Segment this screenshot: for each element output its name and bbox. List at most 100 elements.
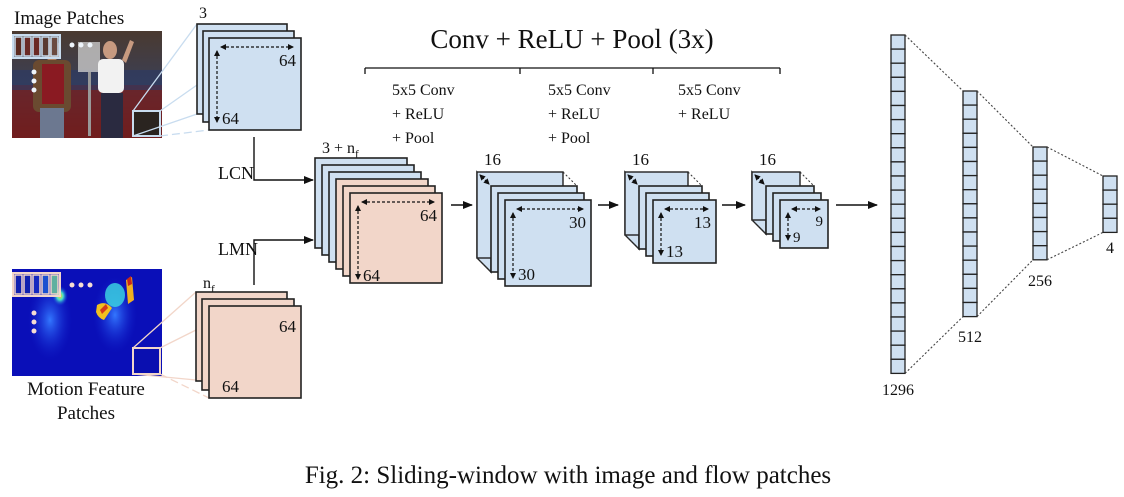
motion-channels-label: nf [203, 275, 215, 296]
fc-unit-cell [1032, 245, 1048, 261]
lcn-label: LCN [218, 163, 254, 183]
width-label: 13 [694, 213, 711, 232]
fc-unit-cell [890, 259, 906, 276]
fc-unit-cell [962, 287, 978, 304]
conv-block-dimensions: 99 [785, 206, 824, 246]
fc-unit-cell [962, 90, 978, 106]
fc-unit-cell [1032, 202, 1048, 219]
fc-unit-cell [890, 344, 906, 360]
fc-unit-cell [962, 217, 978, 233]
fc-unit-cell [962, 118, 978, 134]
depth-edge [476, 257, 492, 273]
fc-unit-cell [890, 118, 906, 135]
image-cube-front [208, 37, 302, 131]
fc-unit-cell [962, 146, 978, 163]
fc-unit-cell [890, 274, 906, 290]
fc-unit-cell [1032, 188, 1048, 205]
fc-unit-cell [890, 76, 906, 93]
fc-unit-cell [1102, 189, 1118, 205]
fc-unit-cell [890, 302, 906, 318]
stage-3-caption-line: 5x5 Conv [678, 82, 741, 99]
lmn-connector [253, 236, 314, 285]
image-projection-lines [132, 23, 210, 137]
depth-edge [799, 171, 815, 187]
motion-label-line2: Patches [57, 403, 115, 424]
combined-channels-label: 3 + nf [322, 140, 359, 161]
fc-unit-cell [962, 203, 978, 219]
image-photo [12, 31, 162, 138]
conv-block-3 [751, 170, 829, 249]
stage-3-caption-line: + ReLU [678, 106, 731, 123]
conv-block-front [504, 199, 592, 287]
fc-unit-cell [962, 132, 978, 149]
fc-units-label: 512 [958, 329, 982, 346]
width-label: 9 [816, 214, 824, 230]
stage-1-caption-line: + Pool [392, 130, 435, 147]
fc-unit-cell [890, 104, 906, 121]
fc-unit-cell [890, 330, 906, 346]
lmn-label: LMN [218, 239, 258, 259]
combined-stack-front [349, 192, 443, 284]
fc-unit-cell [962, 174, 978, 191]
fc-unit-cell [890, 245, 906, 262]
fc-unit-cell [1032, 160, 1048, 176]
fc-unit-cell [890, 147, 906, 163]
fc-unit-cell [890, 48, 906, 64]
height-label: 13 [666, 242, 683, 261]
fc-layer-4 [1102, 175, 1118, 234]
fc-unit-cell [890, 288, 906, 304]
fc-unit-cell [890, 90, 906, 107]
header-bracket [364, 67, 781, 74]
fc-unit-cell [890, 34, 906, 50]
conv-block-channels-label: 16 [632, 150, 649, 169]
fc-unit-cell [890, 316, 906, 332]
stage-2-caption-line: 5x5 Conv [548, 82, 611, 99]
motion-ellipsis-dots [31, 282, 93, 334]
width-label: 64 [279, 51, 297, 70]
depth-edge [751, 219, 767, 235]
motion-height-label: 64 [222, 377, 240, 396]
fc-connection [1046, 146, 1104, 177]
conv-block-channels-label: 16 [759, 150, 776, 169]
stage-1-caption-line: + ReLU [392, 106, 445, 123]
header-title: Conv + ReLU + Pool (3x) [430, 24, 713, 54]
fc-connection [976, 259, 1034, 317]
depth-dimension-arrow [627, 174, 638, 185]
fc-unit-cell [1102, 203, 1118, 219]
motion-patch-strips [12, 272, 61, 297]
fc-unit-cell [890, 203, 906, 219]
fc-connection [976, 90, 1034, 148]
fc-unit-cell [890, 133, 906, 149]
height-label: 64 [363, 266, 381, 285]
fc-unit-cell [1032, 216, 1048, 233]
fc-unit-cell [962, 189, 978, 205]
fc-units-label: 1296 [882, 382, 914, 399]
fc-layer-1296 [890, 34, 906, 375]
fc-unit-cell [1032, 230, 1048, 247]
width-label: 30 [569, 213, 586, 232]
fc-unit-cell [890, 189, 906, 205]
fc-layer-256 [1032, 146, 1048, 261]
motion-projection-lines [132, 291, 210, 399]
stage-1-caption-line: 5x5 Conv [392, 82, 455, 99]
stage-2-caption-line: + ReLU [548, 106, 601, 123]
height-label: 9 [793, 230, 801, 246]
fc-unit-cell [962, 231, 978, 247]
depth-dimension-arrow [754, 174, 765, 185]
fc-unit-cell [962, 259, 978, 275]
fc-unit-cell [962, 273, 978, 290]
image-patch-highlight [132, 110, 161, 137]
depth-dimension-arrow [479, 174, 490, 185]
depth-edge [687, 171, 703, 187]
fc-unit-cell [962, 301, 978, 318]
motion-cube-front [208, 305, 302, 399]
depth-edge [562, 171, 578, 187]
fc-connection [904, 316, 964, 374]
fc-unit-cell [962, 245, 978, 261]
fc-unit-cell [890, 217, 906, 234]
fc-unit-cell [1102, 175, 1118, 191]
fc-connection [904, 34, 964, 92]
fc-layer-512 [962, 90, 978, 318]
